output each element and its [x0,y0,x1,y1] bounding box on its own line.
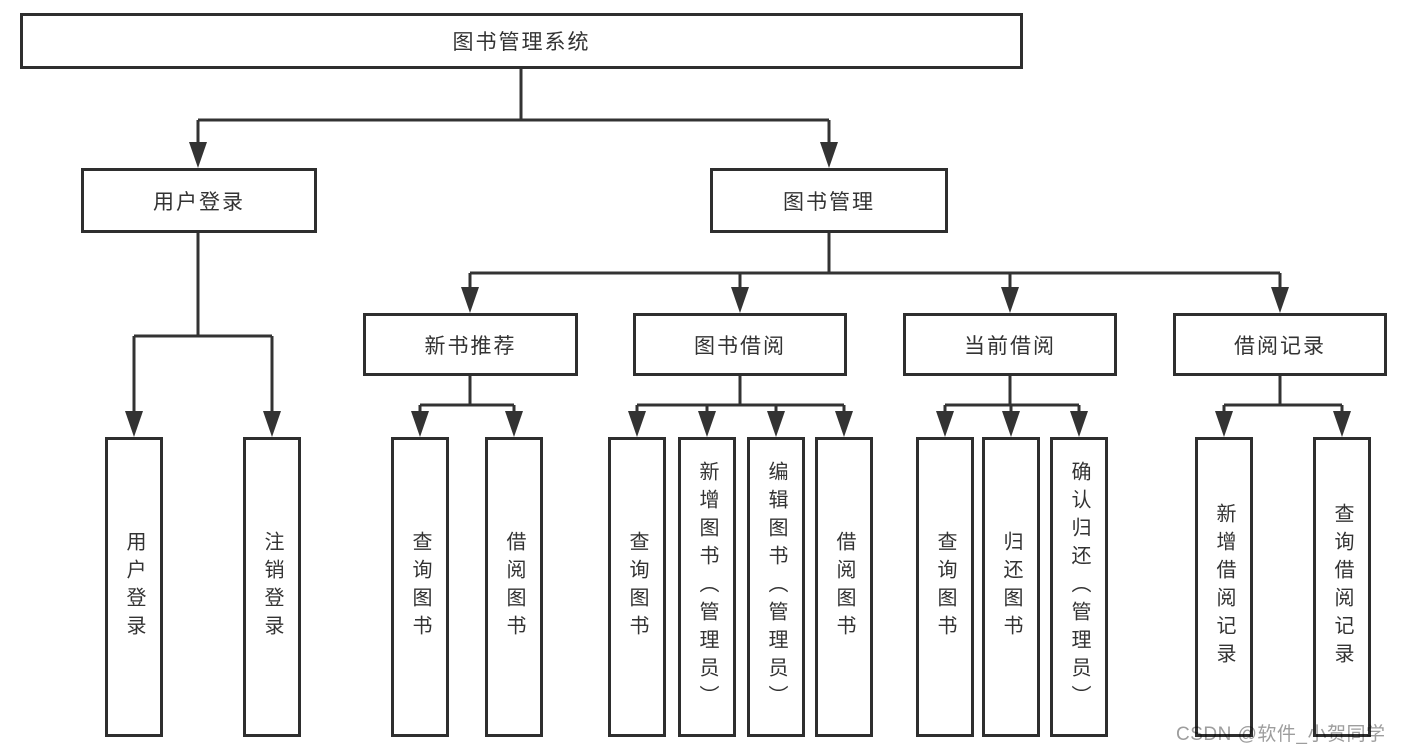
arrowheads-level3 [461,287,1289,313]
leaf-add-books-admin: 新增图书（管理员） [678,437,736,737]
node-root-system: 图书管理系统 [20,13,1023,69]
leaf-query-books-current: 查询图书 [916,437,974,737]
connector-book-management-to-level3 [468,233,1282,291]
connector-root-to-level2 [196,69,831,146]
watermark: CSDN @软件_小贺同学 [1176,724,1386,745]
leaf-add-books-admin-label: 新增图书（管理员） [696,461,718,713]
arrowheads-user-login-group [125,411,281,437]
leaf-return-books-label: 归还图书 [1000,531,1022,643]
leaf-query-books-recommend: 查询图书 [391,437,449,737]
leaf-query-books-borrow-label: 查询图书 [626,531,648,643]
leaf-user-login: 用户登录 [105,437,163,737]
leaf-logout-label: 注销登录 [261,531,283,643]
leaf-confirm-return-admin: 确认归还（管理员） [1050,437,1108,737]
connector-book-borrow-group [635,376,846,415]
leaf-user-login-label: 用户登录 [123,531,145,643]
leaf-logout: 注销登录 [243,437,301,737]
arrowheads-current-borrow-group [936,411,1088,437]
connector-current-borrow-group [943,376,1081,415]
connector-user-login-group [132,233,274,415]
connector-borrow-records-group [1222,376,1344,415]
node-book-borrow: 图书借阅 [633,313,847,376]
leaf-edit-books-admin: 编辑图书（管理员） [747,437,805,737]
leaf-query-books-borrow: 查询图书 [608,437,666,737]
arrowheads-borrow-records-group [1215,411,1351,437]
leaf-confirm-return-admin-label: 确认归还（管理员） [1068,461,1090,713]
node-book-management: 图书管理 [710,168,948,233]
leaf-add-borrow-record-label: 新增借阅记录 [1213,503,1235,671]
arrowheads-new-book-group [411,411,523,437]
node-current-borrow: 当前借阅 [903,313,1117,376]
node-borrow-records: 借阅记录 [1173,313,1387,376]
leaf-query-books-current-label: 查询图书 [934,531,956,643]
leaf-query-borrow-record-label: 查询借阅记录 [1331,503,1353,671]
leaf-borrow-books-label: 借阅图书 [833,531,855,643]
arrowheads-book-borrow-group [628,411,853,437]
leaf-query-books-recommend-label: 查询图书 [409,531,431,643]
leaf-borrow-books: 借阅图书 [815,437,873,737]
connector-new-book-group [418,376,516,415]
leaf-edit-books-admin-label: 编辑图书（管理员） [765,461,787,713]
arrowheads-level2 [189,142,838,168]
leaf-query-borrow-record: 查询借阅记录 [1313,437,1371,737]
leaf-return-books: 归还图书 [982,437,1040,737]
leaf-add-borrow-record: 新增借阅记录 [1195,437,1253,737]
node-new-book-recommend: 新书推荐 [363,313,578,376]
leaf-borrow-books-recommend-label: 借阅图书 [503,531,525,643]
leaf-borrow-books-recommend: 借阅图书 [485,437,543,737]
node-user-login: 用户登录 [81,168,317,233]
